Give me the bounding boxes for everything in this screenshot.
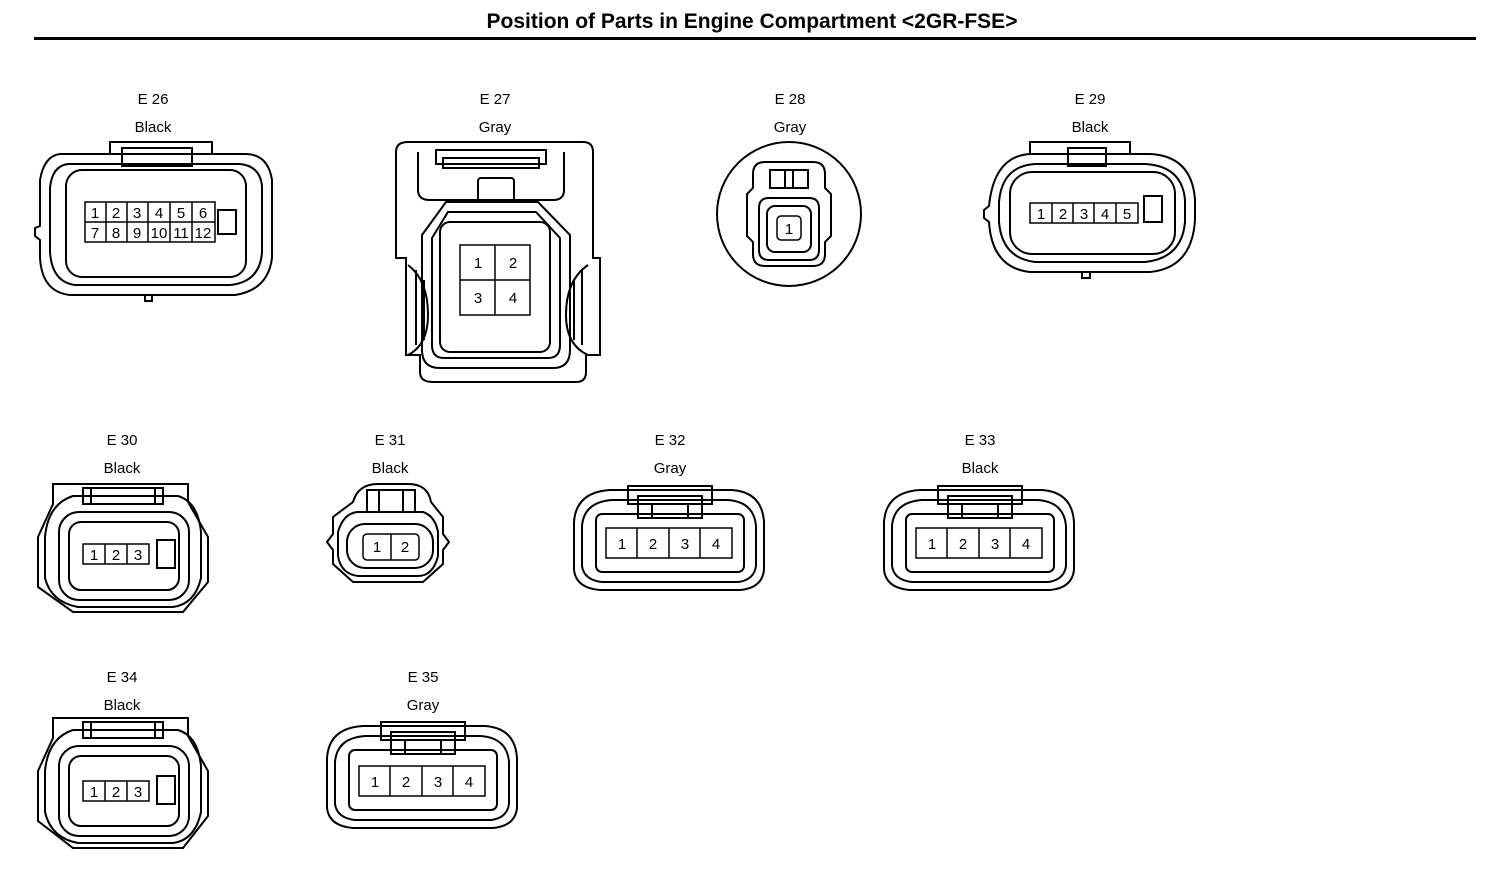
pin-label: 3 (434, 774, 442, 791)
pin-label: 1 (373, 539, 381, 556)
connector-e28-color: Gray (773, 119, 807, 136)
pin-label: 6 (199, 205, 207, 222)
page-title: Position of Parts in Engine Compartment … (486, 10, 1018, 33)
pin-label: 7 (91, 225, 99, 242)
pin-label: 4 (712, 536, 720, 553)
pin-label: 1 (90, 784, 98, 801)
connector-e29-id: E 29 (1074, 91, 1106, 108)
pin-label: 1 (474, 255, 482, 272)
pin-label: 4 (509, 290, 517, 307)
pin-label: 5 (1123, 206, 1131, 223)
pin-grid (1030, 203, 1138, 223)
connector-e31-id: E 31 (374, 432, 406, 449)
pin-label: 2 (509, 255, 517, 272)
connector-e30-id: E 30 (106, 432, 138, 449)
connector-e27-color: Gray (478, 119, 512, 136)
connector-e26-id: E 26 (137, 91, 169, 108)
pin-label: 4 (1022, 536, 1030, 553)
pin-label: 1 (618, 536, 626, 553)
pin-label: 1 (90, 547, 98, 564)
connector-e31-color: Black (371, 460, 409, 477)
pin-label: 3 (134, 784, 142, 801)
pin-label: 2 (112, 784, 120, 801)
pin-grid (363, 534, 419, 560)
connector-e28-id: E 28 (774, 91, 806, 108)
pin-grid (85, 202, 215, 242)
connector-e26: 1 2 3 4 5 6 7 8 9 10 11 12 (30, 140, 280, 305)
pin-label: 9 (133, 225, 141, 242)
pin-label: 1 (91, 205, 99, 222)
connector-e26-color: Black (134, 119, 172, 136)
connector-e35: 1 2 3 4 (325, 720, 521, 832)
pin-grid (606, 528, 732, 558)
connector-e31: 1 2 (323, 482, 453, 590)
connector-e33-id: E 33 (964, 432, 996, 449)
pin-grid (460, 245, 530, 315)
pin-label: 3 (474, 290, 482, 307)
pin-label: 2 (1059, 206, 1067, 223)
connector-e33-color: Black (961, 460, 999, 477)
pin-label: 1 (928, 536, 936, 553)
pin-label: 2 (401, 539, 409, 556)
connector-e34-color: Black (103, 697, 141, 714)
pin-label: 2 (402, 774, 410, 791)
pin-label: 2 (959, 536, 967, 553)
pin-label: 2 (649, 536, 657, 553)
pin-label: 4 (465, 774, 473, 791)
connector-e35-color: Gray (406, 697, 440, 714)
connector-e32-id: E 32 (654, 432, 686, 449)
pin-label: 2 (112, 547, 120, 564)
connector-e30-color: Black (103, 460, 141, 477)
pin-label: 5 (177, 205, 185, 222)
connector-e33: 1 2 3 4 (882, 484, 1078, 594)
connector-e34-id: E 34 (106, 669, 138, 686)
connector-e32: 1 2 3 4 (572, 484, 768, 594)
pin-label: 10 (151, 225, 168, 242)
pin-label: 12 (195, 225, 212, 242)
title-rule (34, 37, 1476, 40)
connector-e27-id: E 27 (479, 91, 511, 108)
connector-e29: 1 2 3 4 5 (980, 140, 1205, 282)
pin-label: 3 (681, 536, 689, 553)
pin-label: 11 (173, 225, 189, 242)
pin-grid (359, 766, 485, 796)
connector-e30: 1 2 3 (33, 482, 213, 622)
pin-label: 1 (371, 774, 379, 791)
pin-label: 2 (112, 205, 120, 222)
pin-label: 4 (155, 205, 163, 222)
pin-label: 3 (133, 205, 141, 222)
pin-label: 3 (991, 536, 999, 553)
pin-label: 3 (1080, 206, 1088, 223)
pin-label: 8 (112, 225, 120, 242)
connector-e29-color: Black (1071, 119, 1109, 136)
connector-e34: 1 2 3 (33, 716, 213, 858)
connector-e32-color: Gray (653, 460, 687, 477)
connector-e35-id: E 35 (407, 669, 439, 686)
pin-label: 1 (785, 221, 793, 238)
connector-e27: 1 2 3 4 (388, 140, 603, 388)
pin-grid (916, 528, 1042, 558)
pin-label: 1 (1037, 206, 1045, 223)
connector-e28: 1 (715, 140, 865, 288)
pin-label: 4 (1101, 206, 1109, 223)
pin-label: 3 (134, 547, 142, 564)
pin-grid (83, 544, 149, 564)
pin-grid (83, 781, 149, 801)
